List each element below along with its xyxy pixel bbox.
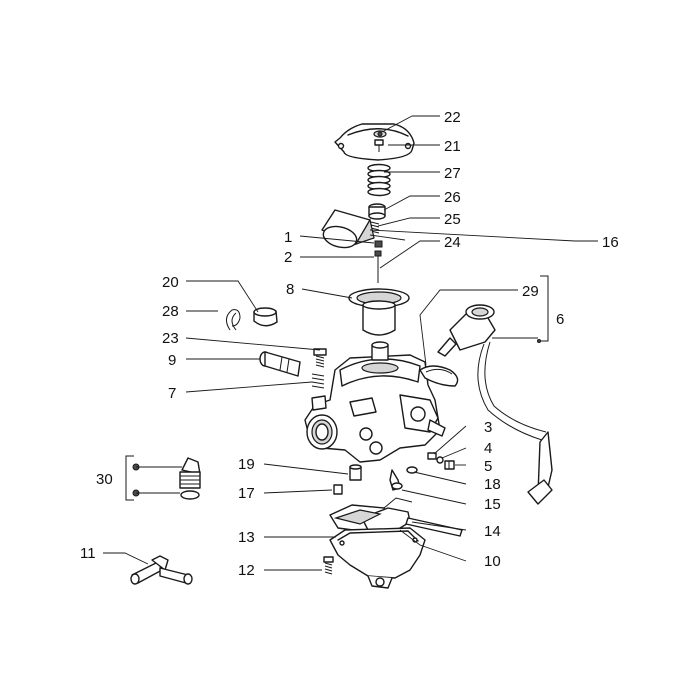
callout-4: 4 <box>484 440 492 457</box>
leader-lines <box>103 115 598 571</box>
callout-24: 24 <box>444 234 461 251</box>
callout-16: 16 <box>602 234 619 251</box>
callout-8: 8 <box>286 281 294 298</box>
callout-12: 12 <box>238 562 255 579</box>
diaphragm-slide <box>348 288 410 336</box>
carburetor-body <box>304 341 446 463</box>
callout-21: 21 <box>444 138 461 155</box>
callout-3: 3 <box>484 419 492 436</box>
bracket-6 <box>540 275 549 342</box>
callout-17: 17 <box>238 485 255 502</box>
needle-retainer <box>368 203 386 220</box>
callout-27: 27 <box>444 165 461 182</box>
small-spring <box>370 221 380 234</box>
callout-25: 25 <box>444 211 461 228</box>
callout-9: 9 <box>168 352 176 369</box>
callout-2: 2 <box>284 249 292 266</box>
idle-jet <box>333 484 343 495</box>
callout-7: 7 <box>168 385 176 402</box>
callout-28: 28 <box>162 303 179 320</box>
main-jet <box>349 464 362 481</box>
callout-labels: 22 21 27 26 25 1 24 16 2 20 8 29 28 6 23… <box>80 109 619 579</box>
callout-23: 23 <box>162 330 179 347</box>
screw-spring <box>311 373 325 389</box>
callout-30: 30 <box>96 471 113 488</box>
bracket-30 <box>125 455 134 501</box>
cap-plug <box>253 307 278 327</box>
rubber-sleeve <box>321 209 375 249</box>
callout-20: 20 <box>162 274 179 291</box>
callout-13: 13 <box>238 529 255 546</box>
callout-6: 6 <box>556 311 564 328</box>
float-bowl <box>329 527 426 589</box>
callout-15: 15 <box>484 496 501 513</box>
callout-26: 26 <box>444 189 461 206</box>
float-needle <box>389 466 418 491</box>
starter-valve-assembly <box>419 304 553 505</box>
callout-18: 18 <box>484 476 501 493</box>
callout-19: 19 <box>238 456 255 473</box>
callout-1: 1 <box>284 229 292 246</box>
callout-14: 14 <box>484 523 501 540</box>
idle-screw <box>313 348 327 368</box>
elbow-fitting <box>130 555 193 585</box>
callout-22: 22 <box>444 109 461 126</box>
jet-needle <box>374 240 383 283</box>
callout-10: 10 <box>484 553 501 570</box>
slide-spring <box>367 163 391 197</box>
banjo-bolt <box>259 351 301 377</box>
callout-11: 11 <box>80 545 96 562</box>
hose-clip <box>226 309 241 331</box>
cover-screw <box>374 139 384 152</box>
callout-5: 5 <box>484 458 492 475</box>
float-assembly <box>329 497 463 537</box>
callout-29: 29 <box>522 283 539 300</box>
mixture-screw-set <box>427 452 455 470</box>
bowl-screw <box>323 556 334 575</box>
